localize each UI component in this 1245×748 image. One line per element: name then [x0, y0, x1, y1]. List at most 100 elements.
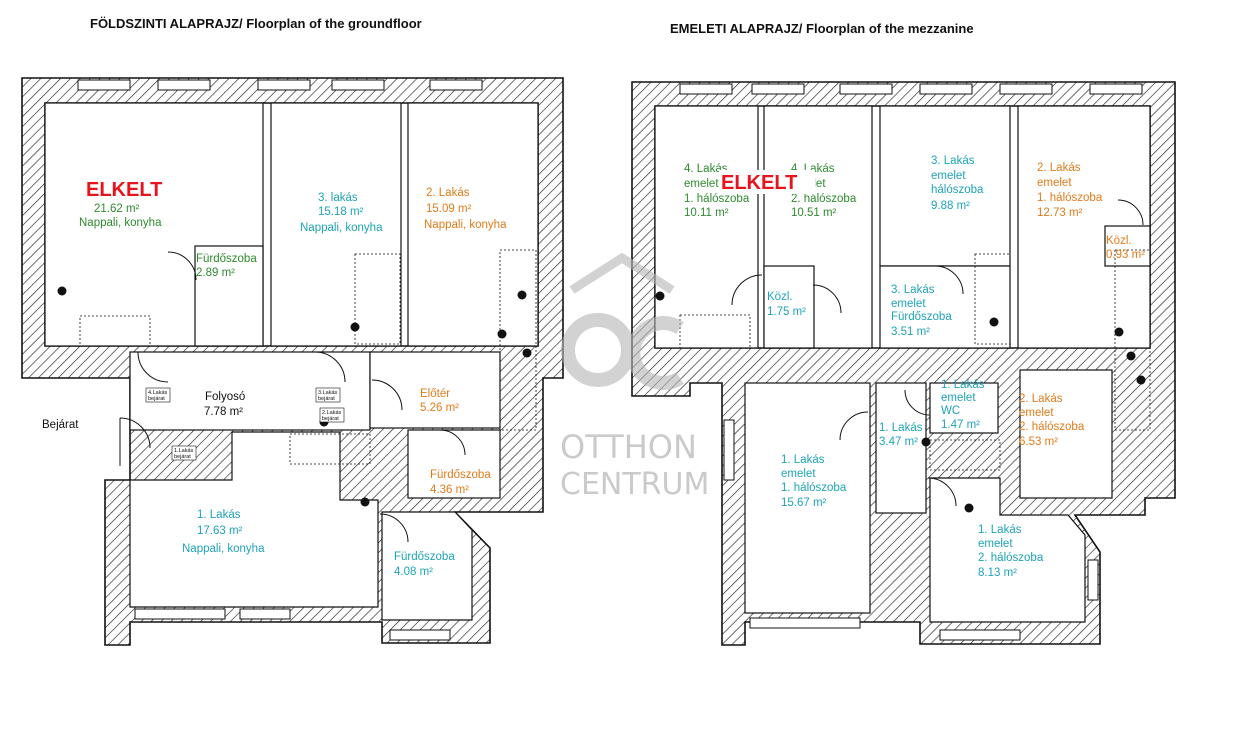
window	[679, 83, 733, 95]
mezz-landing2-name: Közl.	[1106, 235, 1132, 247]
mezz-apt2-bed1-l3: 1. hálószoba	[1037, 192, 1103, 204]
door-tag-line1: 1.Lakás	[174, 448, 194, 454]
stair-apt2	[499, 249, 537, 431]
sold-badge-bg	[719, 170, 815, 194]
corridor-area: 7.78 m²	[204, 406, 243, 418]
hall-name: Előtér	[420, 388, 450, 400]
window	[429, 79, 483, 91]
stair-marker	[655, 291, 665, 301]
apt2-room-name: Nappali, konyha	[424, 219, 507, 231]
door-swing	[904, 389, 931, 416]
mezz-apt2-bed1-l1: 2. Lakás	[1037, 162, 1081, 174]
room-hall	[369, 351, 501, 429]
door-tag-line2: bejárat	[174, 454, 191, 460]
door-tag-line1: 2.Lakás	[322, 410, 342, 416]
apt1-area: 17.63 m²	[197, 525, 243, 537]
mezz-apt2-bed2-l2: emelet	[1019, 407, 1054, 419]
stair-marker	[1126, 351, 1136, 361]
door-swing	[731, 274, 763, 306]
door-tag-apt1: 1.Lakás bejárat	[171, 445, 197, 461]
apt4-bath-name: Fürdőszoba	[196, 253, 257, 265]
watermark-logo	[561, 252, 684, 390]
mezz-apt4-bed1-l3: 1. hálószoba	[684, 193, 750, 205]
entrance-door	[119, 417, 151, 466]
stair-apt1	[289, 433, 371, 465]
window	[999, 83, 1053, 95]
ground-floor-title: FÖLDSZINTI ALAPRAJZ/ Floorplan of the gr…	[90, 16, 422, 31]
apt2-bath-area: 4.36 m²	[430, 484, 469, 496]
ground-floor-plan	[21, 77, 564, 646]
stair-marker	[350, 322, 360, 332]
door-swing	[167, 251, 197, 281]
mezz-apt3-bath-l2: emelet	[891, 298, 926, 310]
stair-marker	[517, 290, 527, 300]
watermark-o-icon	[561, 313, 635, 387]
mezz-apt4-bed1-l2: emelet	[684, 178, 719, 190]
sold-badge-apt4: ELKELT	[86, 179, 162, 201]
stair-mezz-apt4	[679, 314, 751, 349]
apt2-area: 15.09 m²	[426, 203, 472, 215]
entrance-label: Bejárat	[42, 419, 79, 431]
mezz-apt1-bed2-l3: 2. hálószoba	[978, 552, 1044, 564]
door-tag-line1: 3.Lakás	[318, 390, 338, 396]
door-tag-apt4: 4.Lakás bejárat	[145, 387, 171, 403]
mezz-apt3-bath-l4: 3.51 m²	[891, 326, 930, 338]
mezz-apt1-bed2-l1: 1. Lakás	[978, 524, 1022, 536]
mezz-apt3-bed-l4: 9.88 m²	[931, 200, 970, 212]
watermark-text-1: OTTHON	[560, 428, 697, 466]
room-apt4-bath	[194, 245, 264, 347]
stair-marker	[360, 497, 370, 507]
window	[939, 629, 1021, 641]
stair-marker	[57, 286, 67, 296]
mezz-apt1-bed2-l4: 8.13 m²	[978, 567, 1017, 579]
mezz-apt2-bed2-l1: 2. Lakás	[1019, 393, 1063, 405]
mezz-apt3-bed-l3: hálószoba	[931, 184, 984, 196]
mezz-apt3-bed-l1: 3. Lakás	[931, 155, 975, 167]
door-tag-line2: bejárat	[318, 396, 335, 402]
apt1-bath-name: Fürdőszoba	[394, 551, 455, 563]
door-tag-line2: bejárat	[148, 396, 165, 402]
stair-mezz-apt2	[1114, 249, 1151, 431]
mezz-apt1-bed1-l4: 15.67 m²	[781, 497, 827, 509]
door-tag-apt3: 3.Lakás bejárat	[315, 387, 341, 403]
stair-marker	[989, 317, 999, 327]
window	[839, 83, 893, 95]
stair-mezz-apt3	[974, 253, 1011, 345]
door-tag-line2: bejárat	[322, 416, 339, 422]
door-swing	[379, 513, 409, 543]
stair-marker	[1136, 375, 1146, 385]
mezz-apt2-bed1-l2: emelet	[1037, 177, 1072, 189]
apt4-area: 21.62 m²	[94, 203, 140, 215]
window	[723, 419, 735, 481]
apt3-area: 15.18 m²	[318, 206, 364, 218]
mezz-apt2-bed2-l3: 2. hálószoba	[1019, 421, 1085, 433]
mezz-apt3-bath-l1: 3. Lakás	[891, 284, 935, 296]
apt1-bath-area: 4.08 m²	[394, 566, 433, 578]
corridor-name: Folyosó	[205, 391, 245, 403]
door-swing	[934, 265, 964, 295]
door-swing	[839, 411, 869, 441]
mezz-apt1-bed1-l3: 1. hálószoba	[781, 482, 847, 494]
door-swing	[1117, 199, 1144, 226]
window	[239, 608, 291, 620]
mezz-apt1-wc-l4: 1.47 m²	[941, 419, 980, 431]
stair-apt4	[79, 315, 151, 347]
stair-marker	[497, 329, 507, 339]
mezz-landing1-area: 1.75 m²	[767, 306, 806, 318]
room-apt4-bed1	[654, 105, 759, 349]
room-apt3-bed	[879, 105, 1011, 267]
door-swing	[314, 351, 346, 383]
room-apt1-bed1	[744, 382, 871, 614]
window	[919, 83, 973, 95]
mezz-apt2-bed2-l4: 6.53 m²	[1019, 436, 1058, 448]
room-landing-2	[1104, 225, 1151, 267]
room-apt1-living	[129, 431, 379, 608]
stair-marker	[1114, 327, 1124, 337]
mezz-apt2-bed1-l4: 12.73 m²	[1037, 207, 1083, 219]
mezz-apt4-bed2-l4: 10.51 m²	[791, 207, 837, 219]
door-swing	[439, 429, 466, 456]
window	[1089, 83, 1143, 95]
mezz-apt4-bed1-l1: 4. Lakás	[684, 163, 728, 175]
apt2-bath-name: Fürdőszoba	[430, 469, 491, 481]
